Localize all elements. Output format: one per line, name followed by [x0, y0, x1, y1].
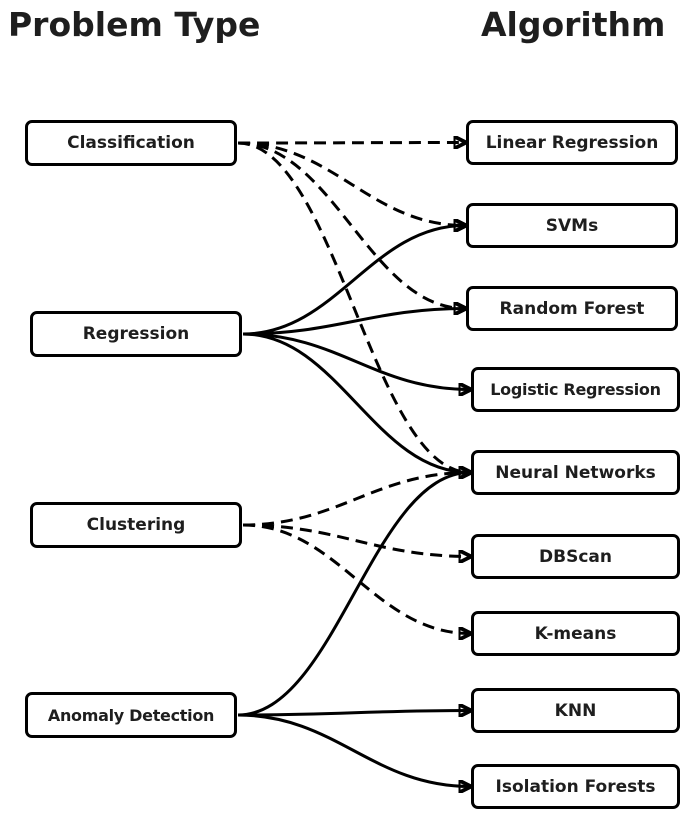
node-label: Logistic Regression	[490, 380, 661, 399]
algorithm-random-forest[interactable]: Random Forest	[466, 286, 678, 331]
algorithm-k-means[interactable]: K-means	[471, 611, 680, 656]
edge-regression-to-rf	[242, 309, 465, 336]
node-label: Classification	[67, 133, 195, 153]
node-label: Neural Networks	[495, 462, 656, 483]
edge-anomaly-to-iso	[237, 713, 470, 787]
edge-classification-to-nn	[237, 141, 470, 473]
edge-clustering-to-nn	[242, 473, 470, 527]
node-label: Regression	[82, 324, 190, 344]
node-label: Linear Regression	[485, 132, 659, 153]
edge-regression-to-nn	[242, 332, 470, 473]
node-label: K-means	[534, 623, 617, 644]
algorithm-isolation-forests[interactable]: Isolation Forests	[471, 764, 680, 809]
edge-classification-to-linreg	[237, 143, 465, 144]
problem-type-clustering[interactable]: Clustering	[30, 502, 242, 548]
edge-regression-to-logreg	[242, 332, 470, 390]
algorithm-svms[interactable]: SVMs	[466, 203, 678, 248]
edge-anomaly-to-knn	[237, 711, 470, 716]
node-label: Clustering	[86, 515, 186, 535]
node-label: Random Forest	[499, 298, 645, 319]
node-label: Isolation Forests	[495, 776, 656, 797]
edge-classification-to-rf	[237, 141, 465, 309]
algorithm-linear-regression[interactable]: Linear Regression	[466, 120, 678, 165]
algorithm-neural-networks[interactable]: Neural Networks	[471, 450, 680, 495]
problem-type-classification[interactable]: Classification	[25, 120, 237, 166]
edge-anomaly-to-nn	[237, 473, 470, 717]
problem-type-anomaly-detection[interactable]: Anomaly Detection	[25, 692, 237, 738]
edge-clustering-to-dbscan	[242, 523, 470, 557]
algorithm-dbscan[interactable]: DBScan	[471, 534, 680, 579]
problem-type-heading: Problem Type	[8, 5, 261, 44]
edge-regression-to-svm	[242, 226, 465, 336]
node-label: Anomaly Detection	[47, 705, 215, 725]
problem-type-regression[interactable]: Regression	[30, 311, 242, 357]
node-label: SVMs	[545, 215, 599, 236]
node-label: KNN	[554, 700, 597, 721]
algorithm-knn[interactable]: KNN	[471, 688, 680, 733]
algorithm-heading: Algorithm	[481, 5, 666, 44]
edge-classification-to-svm	[237, 141, 465, 226]
algorithm-logistic-regression[interactable]: Logistic Regression	[471, 367, 680, 412]
node-label: DBScan	[539, 546, 612, 567]
